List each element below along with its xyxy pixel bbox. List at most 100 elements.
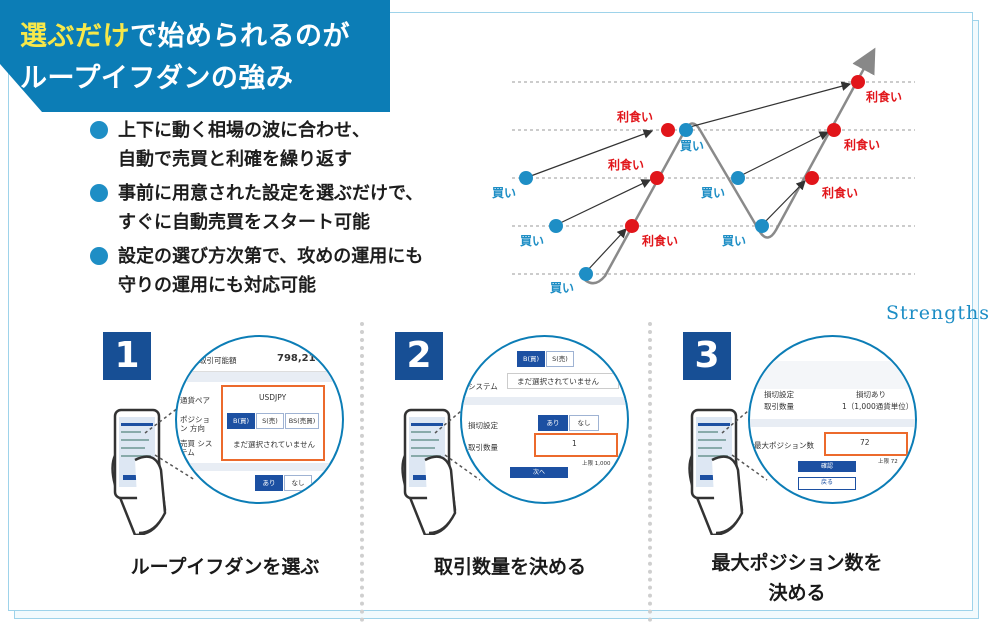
option-sell[interactable]: S(売) <box>546 351 574 367</box>
trade-arrow <box>737 131 830 178</box>
buy-label: 買い <box>520 234 544 248</box>
bullet-text: 守りの運用にも対応可能 <box>118 275 316 296</box>
buy-label: 買い <box>550 281 574 295</box>
next-button[interactable]: 次へ <box>510 467 568 478</box>
option-sell[interactable]: S(売) <box>256 413 284 429</box>
profit-point <box>661 123 675 137</box>
profit-point <box>650 171 664 185</box>
max-position-input[interactable]: 72 <box>824 432 908 456</box>
confirm-button[interactable]: 確認 <box>798 461 856 472</box>
profit-label: 利食い <box>642 233 678 248</box>
option-no[interactable]: なし <box>284 475 312 491</box>
price-line <box>584 47 876 285</box>
price-levels <box>512 81 915 275</box>
phone-hand-icon <box>401 394 481 535</box>
profit-label: 利食い <box>866 89 902 104</box>
max-position-value: 72 <box>860 438 870 447</box>
title-line-2: ループイフダンの強み <box>20 63 294 94</box>
pair-value: USDJPY <box>259 393 287 402</box>
bullet-text: 上下に動く相場の波に合わせ、 <box>118 120 370 141</box>
screen-field-label: 取引数量 <box>764 402 794 411</box>
profit-label: 利食い <box>608 157 644 172</box>
title-line-1: 選ぶだけで始められるのが <box>20 14 350 53</box>
step-label-2: 取引数量を決める <box>433 556 586 578</box>
screen-field-label: 損切設定 <box>468 421 498 430</box>
step-label-1: ループイフダンを選ぶ <box>130 556 320 578</box>
screen-value: 798,214 <box>277 353 323 364</box>
quantity-value: 1 <box>572 439 577 448</box>
bullet-item: 事前に用意された設定を選ぶだけで、 すぐに自動売買をスタート可能 <box>88 179 508 237</box>
profit-label: 利食い <box>617 109 653 124</box>
strengths-label: Strengths <box>886 302 990 324</box>
option-buy[interactable]: B(買) <box>517 351 545 367</box>
step-label-3: 最大ポジション数を 決める <box>672 548 922 608</box>
option-yes[interactable]: あり <box>538 415 568 431</box>
title-line-1-rest: で始められるのが <box>130 21 350 52</box>
buy-point <box>731 171 745 185</box>
option-yes[interactable]: あり <box>255 475 283 491</box>
screen-label: 取引可能額 <box>199 356 237 365</box>
buy-point <box>519 171 533 185</box>
bullet-text: 自動で売買と利確を繰り返す <box>118 149 352 170</box>
title-banner: 選ぶだけで始められるのが ループイフダンの強み <box>0 0 390 112</box>
system-value: まだ選択されていません <box>233 440 316 449</box>
step-label-3-line1: 最大ポジション数を <box>711 552 883 574</box>
profit-label: 利食い <box>822 185 858 200</box>
bullet-dot-icon <box>90 247 108 265</box>
buy-label: 買い <box>680 139 704 153</box>
bullet-text: 事前に用意された設定を選ぶだけで、 <box>118 183 424 204</box>
buy-label: 買い <box>492 186 516 200</box>
step-number-3: 3 <box>683 332 731 380</box>
screen-field-label: システム <box>468 382 498 391</box>
trading-diagram: 買い 買い 買い 買い 買い 買い 利食い 利食い 利食い 利食い 利食い 利食… <box>492 47 915 295</box>
step-divider <box>360 322 364 622</box>
buy-point <box>755 219 769 233</box>
step-divider <box>648 322 652 622</box>
trade-arrows <box>527 81 852 273</box>
option-buy[interactable]: B(買) <box>227 413 255 429</box>
trade-arrow <box>527 129 654 178</box>
bullet-item: 設定の選び方次第で、攻めの運用にも 守りの運用にも対応可能 <box>88 242 508 300</box>
back-button[interactable]: 戻る <box>798 477 856 490</box>
phone-hand-icon <box>111 394 196 535</box>
max-position-note: 上限 72 <box>878 459 898 465</box>
profit-point <box>805 171 819 185</box>
quantity-input[interactable]: 1 <box>534 433 618 457</box>
profit-point <box>827 123 841 137</box>
quantity-note: 上限 1,000 <box>582 461 611 467</box>
bullet-dot-icon <box>90 121 108 139</box>
profit-point <box>625 219 639 233</box>
profit-label: 利食い <box>844 137 880 152</box>
bullet-text: 設定の選び方次第で、攻めの運用にも <box>118 246 424 267</box>
zoom-screen-2: B(買) S(売) システム まだ選択されていません 損切設定 あり なし 取引… <box>460 335 629 504</box>
system-value: まだ選択されていません <box>517 377 600 386</box>
bullet-item: 上下に動く相場の波に合わせ、 自動で売買と利確を繰り返す <box>88 116 508 174</box>
zoom-screen-3: 損切設定 損切あり 取引数量 1（1,000通貨単位） 最大ポジション数 72 … <box>748 335 917 504</box>
zoom-screen-1: 取引可能額 798,214 通貨ペア ポジション 方向 売買 システム USDJ… <box>175 335 344 504</box>
buy-point <box>579 267 593 281</box>
trade-arrow <box>685 81 852 129</box>
screen-field-label: 通貨ペア <box>180 396 210 405</box>
profit-point <box>851 75 865 89</box>
phone-hand-icon <box>688 394 768 535</box>
buy-point <box>549 219 563 233</box>
buy-point <box>679 123 693 137</box>
screen-field-value: 1（1,000通貨単位） <box>842 402 914 411</box>
trade-arrow <box>585 228 627 273</box>
highlight-box: USDJPY B(買) S(売) BS(売買) まだ選択されていません <box>221 385 325 461</box>
buy-label: 買い <box>701 186 725 200</box>
profit-points <box>625 75 865 233</box>
screen-field-label: ポジション 方向 <box>180 415 210 433</box>
option-no[interactable]: なし <box>569 415 599 431</box>
bullet-dot-icon <box>90 184 108 202</box>
screen-field-label: 最大ポジション数 <box>754 441 814 450</box>
step-number-2: 2 <box>395 332 443 380</box>
option-buy-sell[interactable]: BS(売買) <box>285 413 319 429</box>
screen-field-label: 取引数量 <box>468 443 498 452</box>
step-number-1: 1 <box>103 332 151 380</box>
trade-arrow <box>761 180 806 226</box>
title-highlight: 選ぶだけ <box>20 21 130 52</box>
screen-field-label: 売買 システム <box>180 439 213 457</box>
trade-arrow <box>555 179 652 226</box>
screen-field-label: 損切設定 <box>764 390 794 399</box>
